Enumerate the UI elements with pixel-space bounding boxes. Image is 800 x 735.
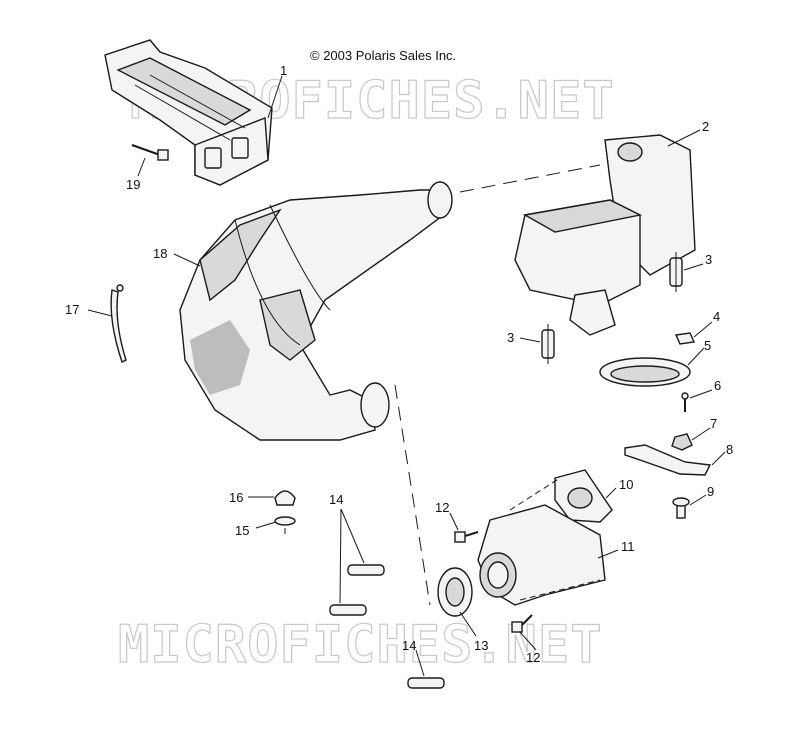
part-17-strap <box>110 284 127 363</box>
callout-leaders <box>87 75 726 677</box>
part-8-strap-bracket <box>624 444 712 476</box>
callout-8: 8 <box>726 442 733 457</box>
callout-7: 7 <box>710 416 717 431</box>
callout-9: 9 <box>707 484 714 499</box>
part-16-grommet <box>274 490 296 506</box>
part-14-spring-c <box>407 677 445 689</box>
part-3-spring-upper <box>669 252 683 292</box>
callout-13: 13 <box>474 638 488 653</box>
part-2-muffler <box>514 134 696 336</box>
part-6-screw <box>681 392 689 412</box>
callout-5: 5 <box>704 338 711 353</box>
part-3-spring-lower <box>541 324 555 364</box>
callout-15: 15 <box>235 523 249 538</box>
part-4-clip <box>674 332 696 345</box>
callout-3-upper: 3 <box>705 252 712 267</box>
callout-12-upper: 12 <box>435 500 449 515</box>
part-18-expansion-chamber <box>179 181 453 441</box>
callout-1: 1 <box>280 63 287 78</box>
callout-18: 18 <box>153 246 167 261</box>
part-14-spring-a <box>347 564 385 576</box>
watermark-bottom: MICROFICHES.NET <box>118 615 603 675</box>
callout-16: 16 <box>229 490 243 505</box>
part-7-nut <box>671 433 693 451</box>
callout-12-lower: 12 <box>526 650 540 665</box>
callout-19: 19 <box>126 177 140 192</box>
callout-10: 10 <box>619 477 633 492</box>
part-14-spring-b <box>329 604 367 616</box>
part-5-gasket <box>599 357 691 387</box>
copyright-notice: © 2003 Polaris Sales Inc. <box>310 48 456 63</box>
callout-labels: 1 2 3 3 4 5 6 7 8 9 10 11 12 12 13 14 14… <box>65 63 733 665</box>
part-9-bolt <box>672 497 690 519</box>
part-13-seal-ring <box>437 567 473 617</box>
callout-14-upper: 14 <box>329 492 343 507</box>
part-15-washer <box>274 516 296 534</box>
part-1-mounting-bracket <box>104 39 273 186</box>
callout-17: 17 <box>65 302 79 317</box>
callout-2: 2 <box>702 119 709 134</box>
part-10-flange-gasket <box>554 469 613 523</box>
callout-6: 6 <box>714 378 721 393</box>
callout-3-lower: 3 <box>507 330 514 345</box>
part-12-bolt-lower <box>511 614 533 633</box>
part-19-rivet <box>131 144 169 161</box>
callout-4: 4 <box>713 309 720 324</box>
part-12-bolt-upper <box>454 531 479 543</box>
callout-14-lower: 14 <box>402 638 416 653</box>
part-11-exhaust-manifold <box>477 504 606 606</box>
callout-11: 11 <box>621 539 635 554</box>
alignment-lines <box>394 164 601 606</box>
